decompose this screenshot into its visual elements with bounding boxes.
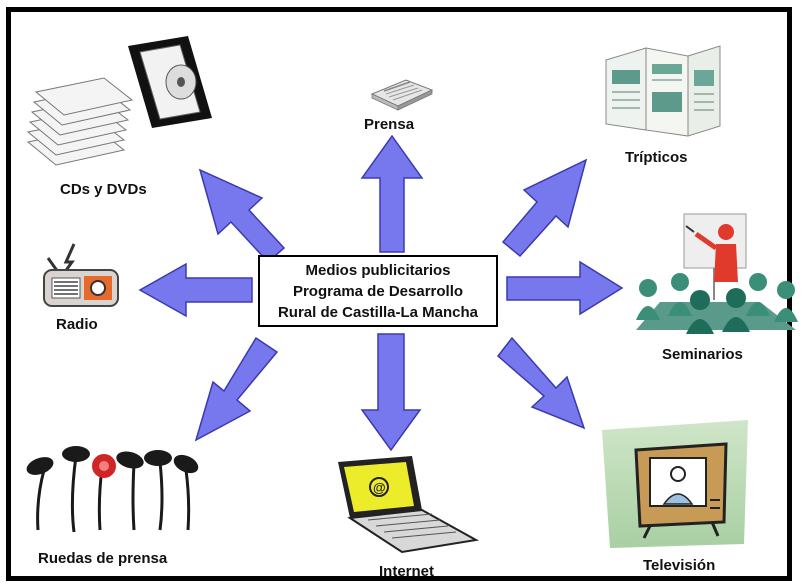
laptop-icon: @ [338,456,480,554]
label-seminarios: Seminarios [662,346,743,363]
center-box: Medios publicitarios Programa de Desarro… [258,255,498,327]
seminar-icon [636,213,798,334]
label-cds-dvds: CDs y DVDs [60,181,147,198]
label-prensa: Prensa [364,116,415,133]
svg-text:@: @ [373,480,386,495]
label-tripticos: Trípticos [625,149,688,166]
label-ruedas-de-prensa: Ruedas de prensa [38,550,168,567]
label-radio: Radio [56,316,98,333]
arrow-television [496,336,586,430]
arrow-cds-dvds [198,168,286,264]
arrow-seminarios [506,260,624,316]
arrows [138,134,624,452]
center-line-3: Rural de Castilla-La Mancha [277,304,479,321]
arrow-prensa [360,134,424,253]
microphones-icon [26,446,199,533]
television-icon [602,420,748,548]
center-line-2: Programa de Desarrollo [292,283,464,300]
dvd-stack-icon [26,36,212,166]
radio-icon [43,243,119,307]
label-internet: Internet [379,563,435,580]
arrow-tripticos [501,158,588,258]
newspaper-icon [370,79,434,111]
label-television: Televisión [643,557,716,574]
arrow-internet [360,333,422,452]
arrow-ruedas [194,336,279,442]
brochure-icon [605,45,721,137]
center-line-1: Medios publicitarios [305,262,451,279]
arrow-radio [138,262,253,318]
